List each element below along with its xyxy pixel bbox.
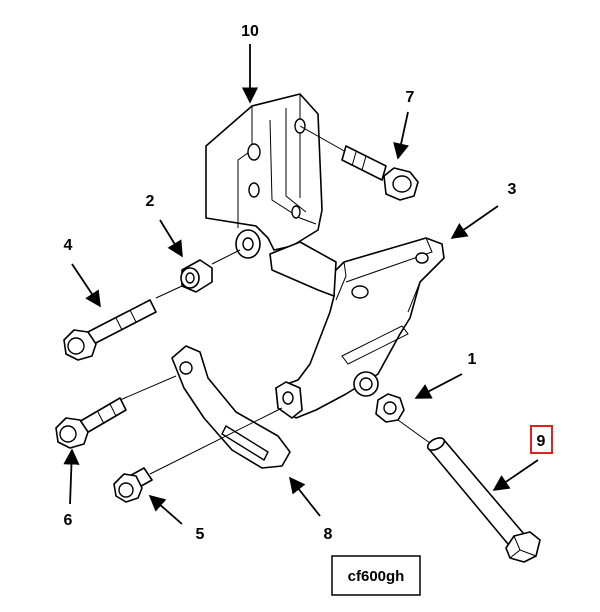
part-1-nut [375,393,405,423]
callout-9-highlight-box [530,425,553,454]
bracket-strap [269,241,337,297]
leader-2 [159,219,183,258]
part-5-bolt [113,407,283,503]
callout-3: 3 [508,181,517,198]
callout-labels: 10 7 3 2 4 1 6 5 8 9 [64,23,553,543]
reference-code: cf600gh [348,568,405,585]
reference-code-box: cf600gh [331,555,421,596]
leader-5 [148,494,183,525]
leader-3 [450,205,499,239]
leader-9 [492,459,539,491]
part-9-stud [397,419,541,563]
leader-8 [288,476,321,517]
callout-10: 10 [241,23,259,40]
callout-9: 9 [537,433,546,450]
part-8-adjustment-arm [171,345,291,469]
leader-7 [393,111,410,160]
callout-1: 1 [468,351,477,368]
callout-6: 6 [64,512,73,529]
callout-8: 8 [324,526,333,543]
part-2-spacer [180,249,241,293]
leader-4 [71,263,101,308]
part-3-main-bracket [275,237,445,419]
callout-2: 2 [146,193,155,210]
part-6-bolt [55,375,177,449]
leader-1 [414,373,463,399]
part-4-bolt [63,285,183,361]
part-10-mounting-bracket [205,93,323,259]
callout-7: 7 [406,89,415,106]
leader-6 [63,448,80,505]
callout-5: 5 [196,526,205,543]
leader-arrows [63,44,539,525]
callout-4: 4 [64,237,73,254]
part-7-bolt [299,125,419,201]
